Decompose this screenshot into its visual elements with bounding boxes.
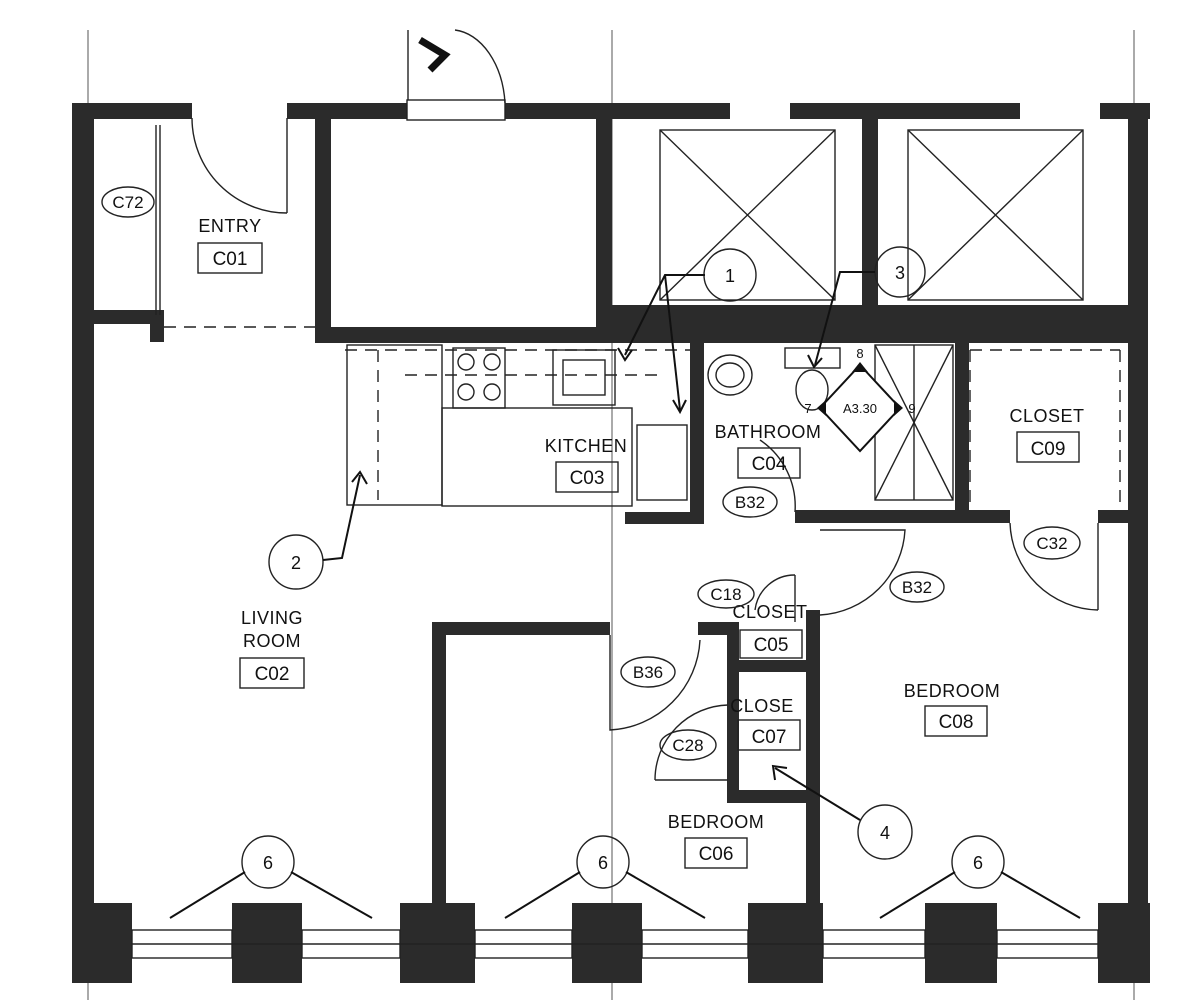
- callout-2: 2: [291, 553, 301, 573]
- callout-1: 1: [725, 266, 735, 286]
- section-marker: A3.30 8 7 9: [804, 346, 916, 453]
- door-tags: C72 B32 B32 C32 C18 B36 C28: [101, 186, 1081, 761]
- room-label-entry: ENTRY: [198, 216, 261, 236]
- bathroom-fixtures: [707, 344, 954, 501]
- room-code-closet-c07: C07: [752, 727, 787, 748]
- room-label-closet-c05: CLOSET: [732, 602, 807, 622]
- room-label-living-1: LIVING: [241, 608, 303, 628]
- room-code-entry: C01: [213, 249, 248, 270]
- dashed-lines: [164, 326, 1121, 505]
- kitchen-fixtures: [346, 344, 688, 507]
- room-label-bedroom-c08: BEDROOM: [904, 681, 1001, 701]
- room-label-kitchen: KITCHEN: [545, 436, 628, 456]
- section-num-right: 9: [908, 401, 915, 416]
- room-code-bedroom-c08: C08: [939, 712, 974, 733]
- callout-4: 4: [880, 823, 890, 843]
- elevator-shafts: [659, 129, 1084, 301]
- callout-6-left: 6: [263, 853, 273, 873]
- room-label-bedroom-c06: BEDROOM: [668, 812, 765, 832]
- room-code-bathroom: C04: [752, 454, 787, 475]
- door-tag-c18: C18: [710, 585, 741, 604]
- room-label-living-2: ROOM: [243, 631, 301, 651]
- door-tag-b36: B36: [633, 663, 663, 682]
- door-tag-c28: C28: [672, 736, 703, 755]
- doors: [155, 29, 1099, 781]
- door-tag-b32-bed: B32: [902, 578, 932, 597]
- room-code-kitchen: C03: [570, 468, 605, 489]
- windows: [131, 99, 1099, 959]
- callout-6-mid: 6: [598, 853, 608, 873]
- room-code-closet-c05: C05: [754, 635, 789, 656]
- room-label-closet-c07: CLOSE: [730, 696, 794, 716]
- door-tag-b32-bath: B32: [735, 493, 765, 512]
- exit-arrow-icon: [418, 36, 451, 73]
- room-code-closet-c09: C09: [1031, 439, 1066, 460]
- callout-3: 3: [895, 263, 905, 283]
- section-num-top: 8: [856, 346, 863, 361]
- section-sheet: A3.30: [843, 401, 877, 416]
- room-labels: ENTRY C01 LIVING ROOM C02 KITCHEN C03 BA…: [197, 216, 1084, 869]
- walls: [72, 103, 1150, 983]
- door-tag-c72: C72: [112, 193, 143, 212]
- room-label-closet-c09: CLOSET: [1009, 406, 1084, 426]
- room-label-bathroom: BATHROOM: [715, 422, 822, 442]
- callout-6-right: 6: [973, 853, 983, 873]
- room-code-living: C02: [255, 664, 290, 685]
- door-tag-c32: C32: [1036, 534, 1067, 553]
- section-num-left: 7: [804, 401, 811, 416]
- callouts: 1 3 2 4 6 6 6: [169, 246, 1081, 919]
- room-code-bedroom-c06: C06: [699, 844, 734, 865]
